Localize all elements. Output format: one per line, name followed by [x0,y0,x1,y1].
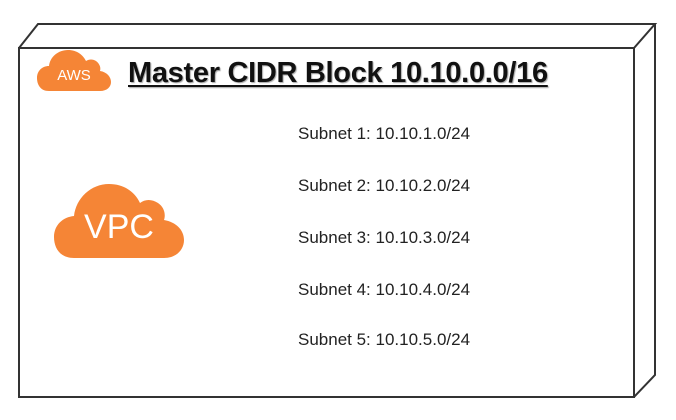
master-cidr-title: Master CIDR Block 10.10.0.0/16 [128,57,548,89]
subnet-5-label: Subnet 5: 10.10.5.0/24 [298,330,471,349]
vpc-cloud-icon: VPC [54,178,184,260]
subnet-4-label: Subnet 4: 10.10.4.0/24 [298,280,471,299]
subnet-1-label: Subnet 1: 10.10.1.0/24 [298,124,471,143]
subnet-3-label: Subnet 3: 10.10.3.0/24 [298,228,471,247]
aws-cloud-icon: AWS [37,47,111,93]
aws-label: AWS [57,67,91,84]
subnet-2-label: Subnet 2: 10.10.2.0/24 [298,176,471,195]
vpc-label: VPC [84,208,154,246]
